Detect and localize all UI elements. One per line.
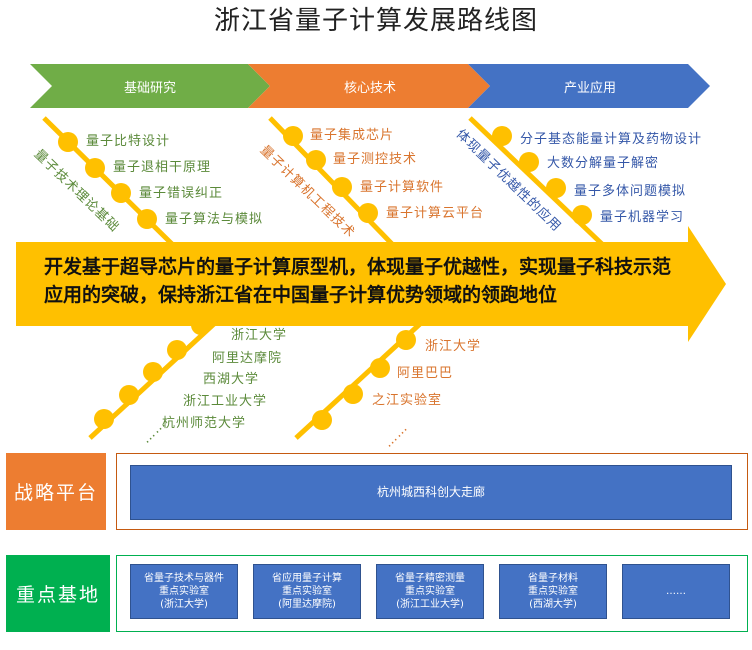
stage-arrow-basic-research: [30, 64, 270, 108]
stations-right-institutions: [312, 330, 416, 430]
station: [492, 126, 512, 146]
strategic-platform-item: 杭州城西科创大走廊: [130, 465, 732, 520]
engineering-item: 量子集成芯片: [310, 128, 395, 143]
station: [111, 183, 131, 203]
foundation-item: 量子退相干原理: [113, 160, 212, 175]
institution-left: 杭州师范大学: [162, 416, 247, 431]
institution-right: 之江实验室: [372, 393, 443, 408]
stations-left-institutions: [94, 315, 211, 429]
stage-label-basic-research: 基础研究: [123, 81, 176, 96]
stage-arrow-core-tech: [248, 64, 490, 108]
station: [167, 340, 187, 360]
station: [358, 203, 378, 223]
station: [546, 178, 566, 198]
station: [396, 330, 416, 350]
foundation-item: 量子算法与模拟: [165, 212, 264, 227]
stage-label-industry: 产业应用: [563, 81, 616, 96]
station: [370, 358, 390, 378]
application-item: 大数分解量子解密: [547, 156, 660, 171]
application-item: 量子机器学习: [600, 210, 685, 225]
institution-left: 阿里达摩院: [212, 351, 283, 366]
application-item: 分子基态能量计算及药物设计: [520, 132, 703, 147]
institution-right: 浙江大学: [425, 339, 482, 354]
stations-engineering: [283, 126, 378, 223]
key-base-card: 省量子技术与器件 重点实验室 (浙江大学): [130, 564, 238, 619]
key-base-card: 省应用量子计算 重点实验室 (阿里达摩院): [253, 564, 361, 619]
key-base-card-more: ……: [622, 564, 730, 619]
stations-foundation: [58, 132, 157, 229]
foundation-item: 量子错误纠正: [139, 186, 224, 201]
station: [143, 362, 163, 382]
key-bases-label: 重点基地: [6, 555, 110, 632]
key-base-card: 省量子精密测量 重点实验室 (浙江工业大学): [376, 564, 484, 619]
station: [343, 384, 363, 404]
institution-right: 阿里巴巴: [397, 366, 454, 381]
station: [306, 150, 326, 170]
vision-banner-arrow: [16, 226, 726, 342]
station: [519, 152, 539, 172]
station: [312, 410, 332, 430]
foundation-item: 量子比特设计: [86, 134, 171, 149]
vision-statement: 开发基于超导芯片的量子计算原型机，体现量子优越性，实现量子科技示范应用的突破，保…: [44, 256, 672, 306]
engineering-item: 量子测控技术: [333, 152, 418, 167]
station: [58, 132, 78, 152]
station: [119, 385, 139, 405]
station: [94, 409, 114, 429]
institution-left: 西湖大学: [203, 372, 260, 387]
station: [572, 205, 592, 225]
station: [85, 158, 105, 178]
station: [283, 126, 303, 146]
engineering-item: 量子计算软件: [360, 180, 445, 195]
engineering-item: 量子计算云平台: [386, 206, 485, 221]
stage-arrow-industry: [468, 64, 710, 108]
stage-label-core-tech: 核心技术: [343, 81, 396, 96]
stations-application: [492, 126, 592, 225]
page-title: 浙江省量子计算发展路线图: [213, 6, 538, 36]
strategic-platform-label: 战略平台: [6, 453, 106, 530]
key-base-card: 省量子材料 重点实验室 (西湖大学): [499, 564, 607, 619]
station: [137, 209, 157, 229]
institution-left: 浙江大学: [231, 328, 288, 343]
station: [191, 315, 211, 335]
institution-left: 浙江工业大学: [183, 394, 268, 409]
application-item: 量子多体问题模拟: [574, 184, 687, 199]
station: [332, 177, 352, 197]
